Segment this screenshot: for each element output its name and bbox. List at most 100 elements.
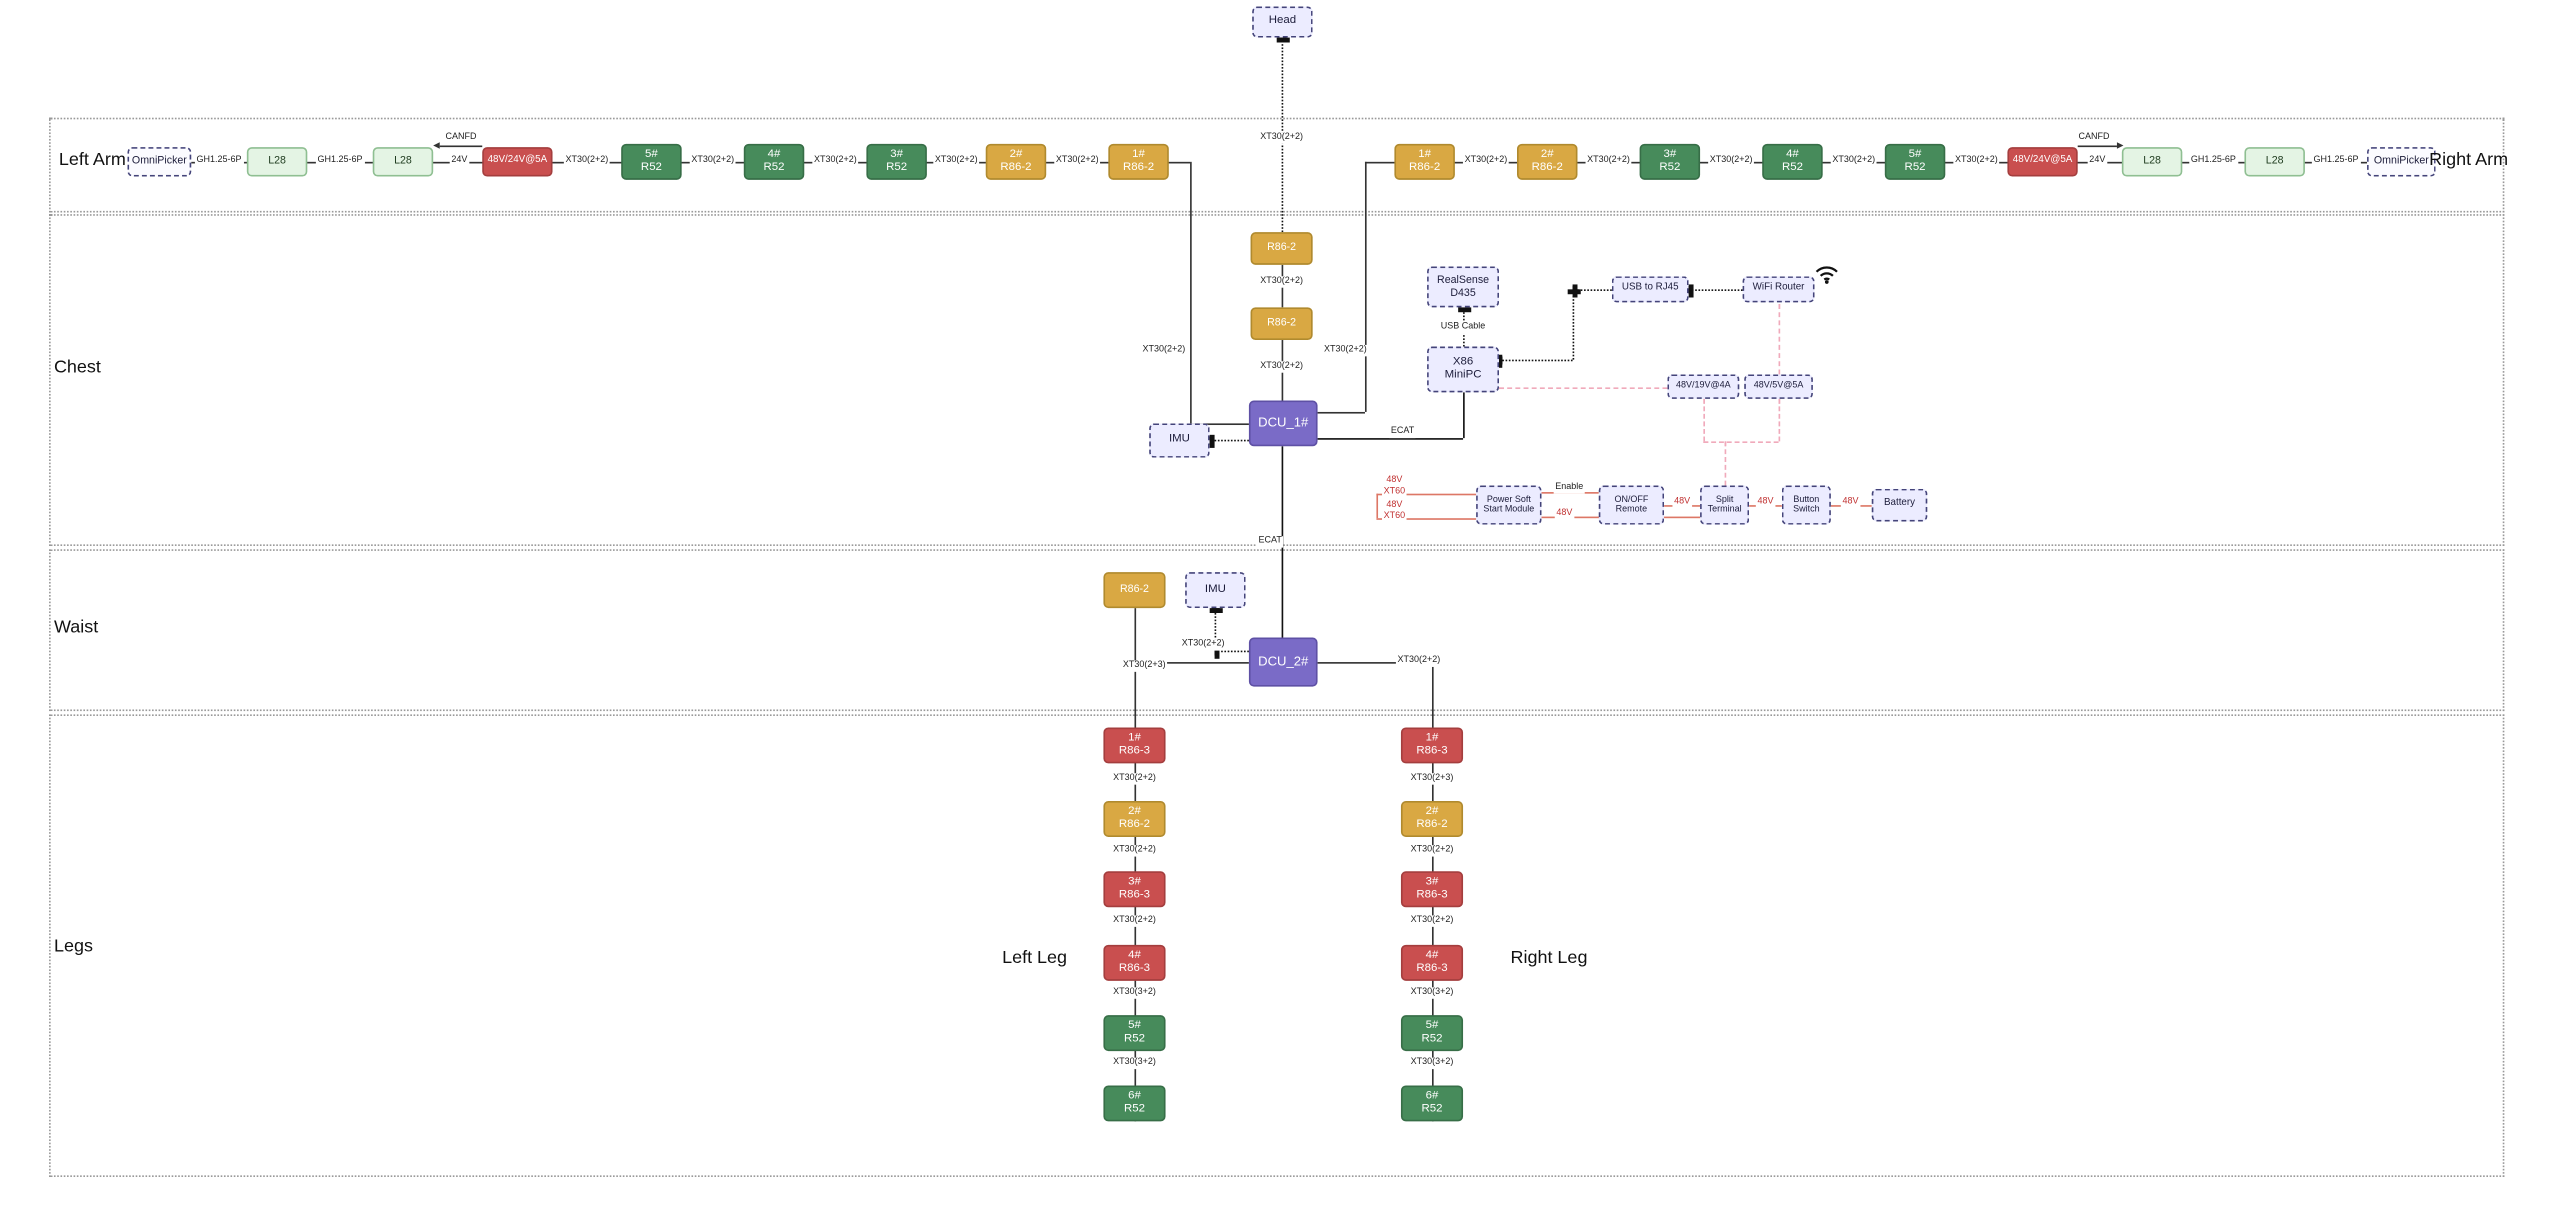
node-realsense: RealSense D435 [1427, 266, 1500, 308]
chest-section-label: Chest [53, 357, 101, 378]
edge-label: XT30(2+2) [1585, 155, 1632, 167]
node-power-soft-start: Power Soft Start Module [1476, 485, 1542, 525]
node-motor-r86-3: 3# R86-3 [1103, 871, 1166, 908]
node-motor-r52: 4# R52 [1762, 143, 1823, 180]
edge-label: XT30(2+2) [1408, 915, 1455, 928]
node-motor-r52: 5# R52 [1884, 143, 1946, 180]
edge-label: XT30(2+2) [1462, 155, 1509, 167]
node-motor-r52: 5# R52 [1400, 1015, 1464, 1052]
node-wifi-router: WiFi Router [1742, 276, 1815, 303]
node-usb-to-rj45: USB to RJ45 [1611, 276, 1689, 303]
power-48v-label: 48V [1554, 508, 1575, 521]
node-button-switch: Button Switch [1781, 485, 1831, 525]
edge-label: XT30(2+2) [1111, 773, 1158, 785]
edge-label: XT30(2+2) [1180, 639, 1227, 651]
node-dcdc-19v: 48V/19V@4A [1667, 374, 1740, 399]
edge-label: XT30(2+2) [1953, 155, 2000, 167]
node-motor-r86: 2# R86-2 [985, 143, 1047, 180]
edge-label: XT30(2+2) [1258, 276, 1305, 288]
node-motor-r86: 1# R86-2 [1394, 143, 1455, 180]
edge-label: XT30(3+2) [1408, 987, 1455, 1000]
power-dash-line [1778, 304, 1781, 375]
connector-line [1572, 289, 1575, 360]
connector-line [1209, 439, 1249, 442]
node-dcdc-5v: 48V/5V@5A [1744, 374, 1813, 399]
usb-cable-label: USB Cable [1439, 322, 1487, 334]
node-l28: L28 [2121, 147, 2183, 177]
left-arm-section-label: Left Arm [58, 150, 126, 171]
edge-label: GH1.25-6P [194, 155, 244, 167]
legs-section-label: Legs [53, 936, 93, 957]
edge-label: XT30(2+2) [689, 155, 736, 167]
node-motor-r86-3: 4# R86-3 [1103, 944, 1166, 981]
edge-label: CANFD [443, 132, 479, 145]
ecat-label: ECAT [1389, 426, 1416, 439]
enable-label: Enable [1553, 482, 1585, 494]
arms-section-band [49, 117, 2505, 213]
node-l28: L28 [372, 147, 434, 177]
edge-label: XT30(3+2) [1111, 1057, 1158, 1070]
node-l28: L28 [246, 147, 308, 177]
connector-line [1317, 662, 1432, 664]
edge-label: XT30(3+2) [1111, 987, 1158, 1000]
edge-label: XT30(2+2) [1830, 155, 1877, 167]
node-motor-r86-3: 1# R86-3 [1103, 727, 1166, 764]
wifi-icon [1815, 263, 1840, 292]
node-motor-r52: 3# R52 [866, 143, 927, 180]
right-arm-section-label: Right Arm [2429, 150, 2509, 171]
power-dash-line [1778, 398, 1781, 442]
power-stub-label: 48V XT60 [1382, 500, 1407, 524]
connector-line [1214, 650, 1249, 653]
power-dash-line [1703, 441, 1779, 444]
connector-line [1190, 161, 1192, 424]
connector-line [1497, 359, 1573, 362]
node-motor-r86: R86-2 [1103, 572, 1166, 609]
edge-label: XT30(2+2) [1395, 655, 1442, 668]
node-dcdc-24v: 48V/24V@5A [482, 147, 553, 177]
connector-line [1364, 161, 1367, 412]
node-onoff-remote: ON/OFF Remote [1598, 485, 1665, 525]
node-motor-r52: 5# R52 [1103, 1015, 1166, 1052]
power-48v-label: 48V [1672, 496, 1692, 509]
connector-line [1214, 608, 1217, 651]
waist-section-band [49, 549, 2505, 712]
node-motor-r86-2: 2# R86-2 [1103, 801, 1166, 837]
node-battery: Battery [1871, 488, 1928, 522]
node-motor-r86: 2# R86-2 [1517, 143, 1578, 180]
node-x86-minipc: X86 MiniPC [1427, 346, 1500, 393]
edge-label: XT30(2+2) [1111, 845, 1158, 857]
power-dash-line [1499, 387, 1668, 390]
edge-label: GH1.25-6P [315, 155, 365, 167]
edge-label: GH1.25-6P [2189, 155, 2238, 167]
waist-section-label: Waist [53, 617, 99, 638]
edge-label: XT30(2+2) [1258, 132, 1305, 145]
edge-label: XT30(2+2) [1111, 915, 1158, 928]
node-motor-r52: 3# R52 [1639, 143, 1701, 180]
node-motor-r52: 6# R52 [1400, 1085, 1464, 1122]
node-imu-waist: IMU [1185, 572, 1246, 609]
node-motor-r52: 4# R52 [743, 143, 805, 180]
power-stub-label: 48V XT60 [1382, 475, 1407, 500]
node-omnipicker: OmniPicker [127, 147, 192, 177]
canfd-line [2077, 145, 2117, 148]
power-line [1376, 493, 1477, 496]
edge-label: XT30(3+2) [1408, 1057, 1455, 1070]
legs-section-band [49, 714, 2505, 1177]
edge-label: XT30(2+2) [1140, 344, 1187, 357]
power-48v-label: 48V [1755, 496, 1776, 509]
connector-line [1190, 423, 1249, 426]
edge-label: XT30(2+2) [1054, 155, 1101, 167]
edge-label: XT30(2+2) [933, 155, 980, 167]
node-dcu2: DCU_2# [1248, 637, 1318, 687]
connector-line [1317, 411, 1365, 414]
node-motor-r52: 6# R52 [1103, 1085, 1166, 1122]
edge-label: CANFD [2076, 132, 2112, 145]
left-leg-label: Left Leg [1002, 948, 1068, 968]
power-line [1376, 493, 1379, 519]
edge-label: 24V [2087, 155, 2107, 167]
power-48v-label: 48V [1840, 496, 1861, 509]
edge-label: XT30(2+2) [1258, 361, 1305, 373]
node-motor-r86: R86-2 [1250, 307, 1313, 341]
